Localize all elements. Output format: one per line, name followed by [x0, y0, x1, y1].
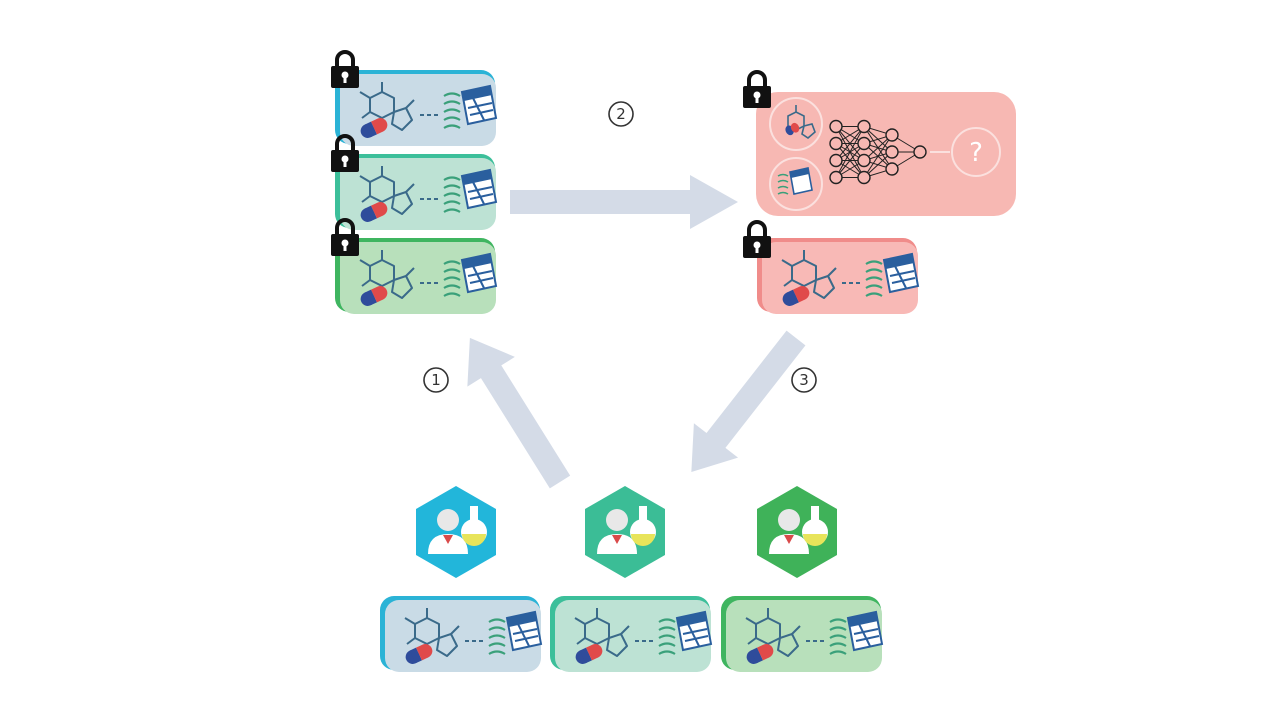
- locked-card-teal: [329, 134, 498, 230]
- nn-node: [857, 119, 871, 134]
- svg-text:1: 1: [431, 371, 441, 389]
- nn-edge: [835, 126, 865, 178]
- site-blue: [380, 486, 543, 672]
- locked-data-stack: [329, 50, 498, 314]
- nn-edge: [863, 134, 893, 178]
- nn-node: [829, 153, 843, 168]
- svg-text:2: 2: [616, 105, 626, 123]
- svg-text:3: 3: [799, 371, 809, 389]
- nn-node: [885, 162, 899, 176]
- arrow-step-1: [467, 337, 571, 489]
- model-input-document-icon: [777, 167, 813, 195]
- site-green: [721, 486, 884, 672]
- model-panel: ?: [741, 70, 1016, 216]
- model-input-pill-icon: [785, 122, 800, 136]
- nn-node: [857, 153, 871, 168]
- step-marker-3: 3: [791, 367, 817, 393]
- nn-node: [885, 145, 899, 159]
- step-marker-1: 1: [423, 367, 449, 393]
- locked-card-green: [329, 218, 498, 314]
- nn-edge: [835, 126, 865, 161]
- site-teal: [550, 486, 713, 672]
- nn-node: [829, 119, 843, 134]
- nn-node: [857, 136, 871, 151]
- arrow-step-3: [691, 330, 806, 472]
- model-output-text: ?: [969, 138, 983, 168]
- nn-node: [829, 136, 843, 151]
- arrows: [467, 175, 806, 489]
- lock-icon: [741, 220, 773, 260]
- locked-card-blue: [329, 50, 498, 146]
- lock-icon: [741, 70, 773, 110]
- nn-node: [885, 128, 899, 142]
- step-marker-2: 2: [608, 101, 634, 127]
- locked-card-red: [741, 220, 920, 314]
- nn-edge: [835, 143, 865, 178]
- lock-icon: [329, 50, 361, 90]
- neural-network-icon: [829, 119, 927, 185]
- nn-node: [913, 145, 927, 159]
- arrow-step-2: [510, 175, 738, 229]
- nn-node: [857, 170, 871, 185]
- nn-node: [829, 170, 843, 185]
